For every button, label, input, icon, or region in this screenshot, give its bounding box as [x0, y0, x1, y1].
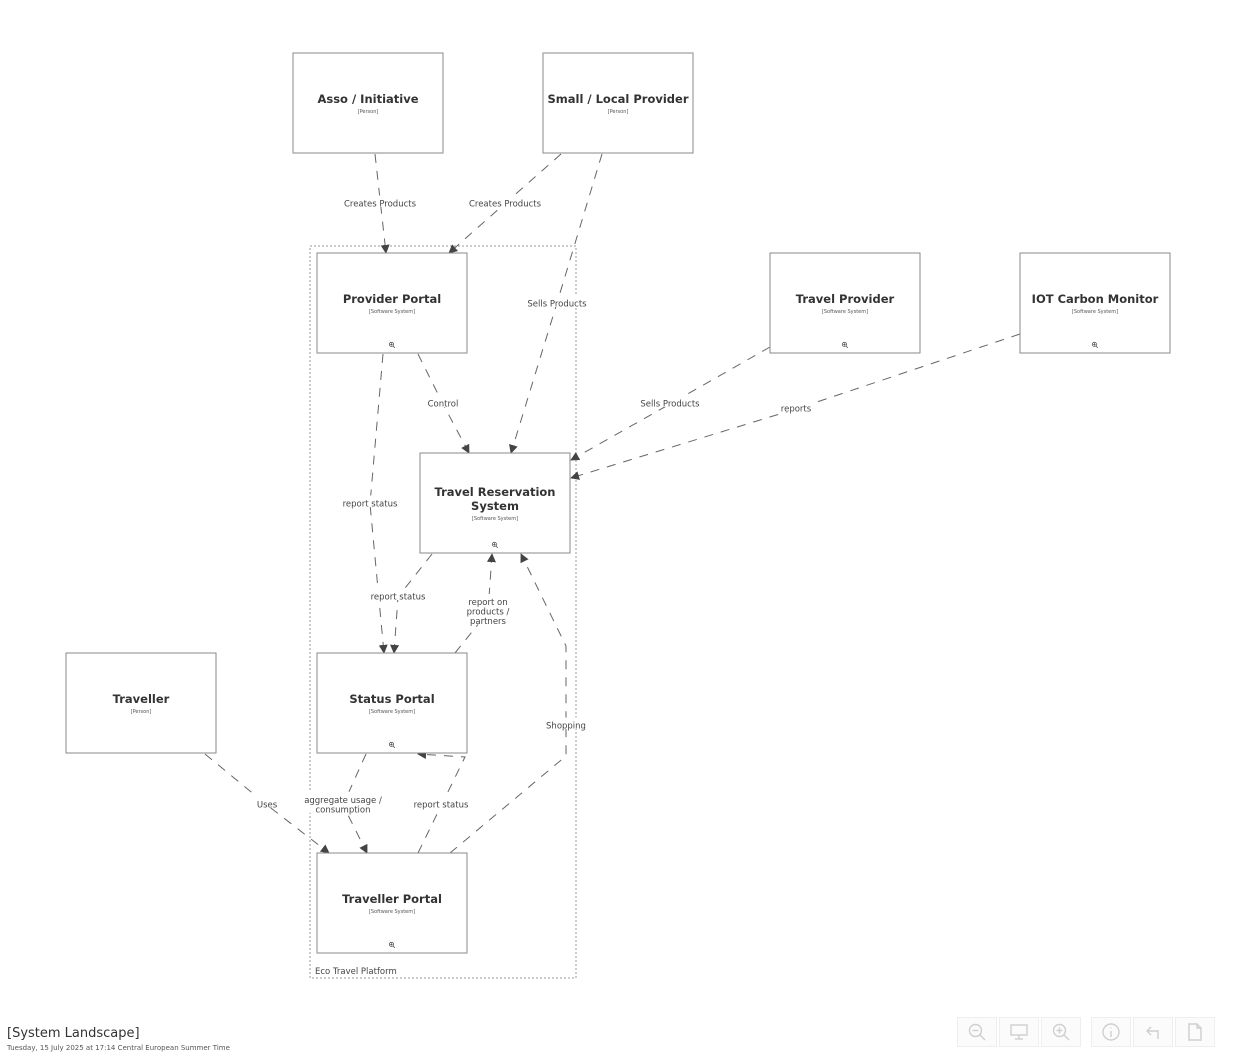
element-name: Travel Reservation [434, 485, 555, 499]
relationship-label-text: report status [371, 593, 426, 603]
element-box [292, 52, 444, 154]
relationship-label-text: Sells Products [640, 400, 700, 410]
element-name: System [471, 499, 519, 513]
relationship-label-text: consumption [315, 805, 370, 815]
relationship-travel-provider-to-trs[interactable] [570, 346, 771, 461]
zoom-in-icon[interactable] [388, 341, 396, 349]
element-status-portal[interactable]: Status Portal [Software System] [316, 652, 468, 754]
element-name: Traveller [113, 692, 170, 706]
element-name: Small / Local Provider [547, 92, 688, 106]
relationship-label: Sells Products [633, 395, 707, 410]
zoom-in-icon [1052, 1023, 1070, 1041]
relationship-label-text: Control [428, 400, 459, 410]
zoom-in-button[interactable] [1041, 1017, 1081, 1047]
element-type: [Person] [131, 709, 152, 715]
element-name: Asso / Initiative [317, 92, 418, 106]
element-traveller-portal[interactable]: Traveller Portal [Software System] [316, 852, 468, 954]
relationship-label-text: Uses [257, 801, 278, 811]
zoom-in-icon[interactable] [491, 541, 499, 549]
relationship-iot-to-trs[interactable] [570, 333, 1021, 480]
element-type: [Software System] [1072, 309, 1118, 315]
undo-button[interactable] [1133, 1017, 1173, 1047]
relationship-label: Creates Products [338, 195, 422, 210]
diagram-toolbar [957, 1017, 1217, 1047]
element-box [65, 652, 217, 754]
relationship-label: Creates Products [463, 195, 547, 210]
element-box [316, 852, 468, 954]
relationship-label: report status [364, 588, 432, 603]
relationship-label: Control [423, 395, 463, 410]
info-icon [1102, 1023, 1120, 1041]
presentation-icon [1010, 1024, 1028, 1040]
element-traveller[interactable]: Traveller [Person] [65, 652, 217, 754]
element-type: [Person] [358, 109, 379, 115]
element-asso[interactable]: Asso / Initiative [Person] [292, 52, 444, 154]
export-png-button[interactable] [1175, 1017, 1215, 1047]
relationship-label-text: report status [343, 500, 398, 510]
relationship-label-text: report on [468, 598, 507, 608]
element-name: Status Portal [349, 692, 434, 706]
element-type: [Software System] [369, 709, 415, 715]
relationship-label-text: Shopping [546, 722, 586, 732]
element-iot[interactable]: IOT Carbon Monitor [Software System] [1019, 252, 1171, 354]
element-travel-provider[interactable]: Travel Provider [Software System] [769, 252, 921, 354]
boundary-label: Eco Travel Platform [315, 967, 397, 977]
view-date: Tuesday, 15 July 2025 at 17:14 Central E… [7, 1044, 230, 1052]
element-name: IOT Carbon Monitor [1032, 292, 1159, 306]
relationship-label-text: reports [781, 405, 812, 415]
element-type: [Software System] [472, 516, 518, 522]
zoom-in-icon[interactable] [841, 341, 849, 349]
relationship-traveller-portal-to-trs[interactable] [449, 553, 567, 854]
element-box [316, 652, 468, 754]
zoom-in-icon[interactable] [388, 941, 396, 949]
element-name: Traveller Portal [342, 892, 442, 906]
relationship-label-text: Sells Products [527, 300, 587, 310]
view-title: [System Landscape] [7, 1026, 140, 1041]
relationship-label: aggregate usage /consumption [299, 791, 387, 815]
relationship-label-text: report status [414, 801, 469, 811]
png-file-icon [1188, 1023, 1202, 1041]
undo-arrow-icon [1146, 1026, 1159, 1039]
element-box [1019, 252, 1171, 354]
element-name: Provider Portal [343, 292, 441, 306]
relationship-label-text: Creates Products [344, 200, 417, 210]
element-type: [Person] [608, 109, 629, 115]
element-small[interactable]: Small / Local Provider [Person] [542, 52, 694, 154]
relationship-label: reports [776, 400, 816, 415]
relationship-label: Uses [255, 796, 279, 811]
presentation-button[interactable] [999, 1017, 1039, 1047]
element-box [419, 452, 571, 554]
element-box [769, 252, 921, 354]
element-type: [Software System] [369, 909, 415, 915]
zoom-in-icon[interactable] [388, 741, 396, 749]
element-provider-portal[interactable]: Provider Portal [Software System] [316, 252, 468, 354]
element-box [542, 52, 694, 154]
relationship-label-text: partners [470, 617, 507, 627]
relationship-label: report status [336, 495, 404, 510]
relationship-label-text: aggregate usage / [304, 796, 382, 806]
relationship-label: Shopping [544, 717, 588, 732]
relationship-trs-to-status-portal[interactable] [390, 553, 433, 654]
relationship-label-text: Creates Products [469, 200, 542, 210]
relationship-traveller-portal-to-status-portal[interactable] [417, 750, 466, 854]
boundary-eco-travel-platform: Eco Travel Platform [309, 245, 577, 979]
zoom-in-icon[interactable] [1091, 341, 1099, 349]
element-name: Travel Provider [796, 292, 895, 306]
element-box [316, 252, 468, 354]
info-button[interactable] [1091, 1017, 1131, 1047]
zoom-out-button[interactable] [957, 1017, 997, 1047]
zoom-out-icon [968, 1023, 986, 1041]
relationship-label: Sells Products [520, 295, 594, 310]
element-type: [Software System] [822, 309, 868, 315]
boundary-frame [309, 245, 577, 979]
element-type: [Software System] [369, 309, 415, 315]
relationship-label: report status [407, 796, 475, 811]
relationship-label-text: products / [467, 608, 510, 618]
